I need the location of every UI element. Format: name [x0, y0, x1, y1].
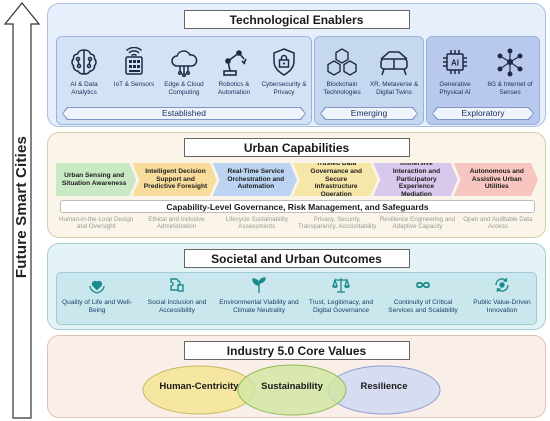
capability-item: Urban Sensing and Situation Awareness	[56, 163, 136, 196]
capability-item: Trusted Data Governance and Secure Infra…	[293, 163, 377, 196]
capability-item: Autonomous and Assistive Urban Utilities	[454, 163, 538, 196]
governance-item: Human-in-the-Loop Design and Oversight	[59, 216, 134, 231]
outcomes-box: Quality of Life and Well-Being Social In…	[56, 272, 537, 325]
tech-label: Robotics & Automation	[217, 81, 251, 96]
side-arrow: Future Smart Cities	[3, 2, 41, 419]
svg-text:AI: AI	[451, 59, 459, 68]
robot-arm-icon	[218, 47, 250, 77]
outcome-label: Quality of Life and Well-Being	[62, 299, 132, 314]
group-exploratory: AI Generative Physical AI 6G & Internet …	[426, 36, 540, 125]
governance-item: Privacy, Security, Transparency, Account…	[297, 216, 377, 231]
group-emerging: Blockchain Technologies XR, Metaverse & …	[314, 36, 424, 125]
blockchain-icon	[326, 47, 358, 77]
scales-icon	[332, 276, 350, 294]
cycle-icon	[493, 276, 511, 294]
tech-label: 6G & Internet of Senses	[487, 81, 533, 96]
tech-label: Edge & Cloud Computing	[164, 81, 204, 96]
emerging-bar: Emerging	[320, 107, 418, 120]
shield-lock-icon	[268, 47, 300, 77]
core-values-section: Industry 5.0 Core Values Human-Centricit…	[47, 335, 546, 418]
governance-item: Ethical and Inclusive Administration	[148, 216, 205, 231]
tech-enablers-title: Technological Enablers	[183, 10, 410, 29]
capability-item: Real-Time Service Orchestration and Auto…	[213, 163, 297, 196]
emerging-label: Emerging	[321, 108, 417, 119]
outcome-label: Continuity of Critical Services and Scal…	[388, 299, 458, 314]
iot-sensors-icon	[118, 46, 150, 77]
ai-chip-icon: AI	[439, 47, 471, 77]
tech-label: XR, Metaverse & Digital Twins	[369, 81, 419, 96]
brain-chip-icon	[68, 47, 100, 77]
venn-label-sustain: Sustainability	[261, 381, 323, 392]
infinity-icon	[414, 276, 432, 294]
vr-headset-icon	[378, 47, 410, 77]
established-label: Established	[63, 108, 305, 119]
side-label: Future Smart Cities	[13, 135, 30, 279]
governance-item: Lifecycle Sustainability Assessments	[225, 216, 288, 231]
core-values-title: Industry 5.0 Core Values	[183, 341, 410, 360]
governance-item: Resilience Engineering and Adaptive Capa…	[379, 216, 456, 231]
venn-label-resil: Resilience	[360, 381, 408, 392]
heart-hands-icon	[88, 276, 106, 294]
network-nodes-icon	[494, 47, 526, 77]
tech-label: Generative Physical AI	[439, 81, 471, 96]
urban-capabilities-title: Urban Capabilities	[183, 138, 410, 157]
tech-label: AI & Data Analytics	[70, 81, 98, 96]
exploratory-bar: Exploratory	[432, 107, 534, 120]
tech-enablers-section: Technological Enablers AI & Data Analyti…	[47, 3, 546, 127]
venn-sustainability	[237, 364, 347, 416]
outcome-label: Social Inclusion and Accessibility	[147, 299, 207, 314]
governance-bar: Capability-Level Governance, Risk Manage…	[60, 200, 535, 213]
plant-icon	[250, 276, 268, 294]
cloud-icon	[168, 47, 200, 78]
tech-label: Cybersecurity & Privacy	[261, 81, 307, 96]
capability-item: Immersive Interaction and Participatory …	[373, 163, 457, 196]
exploratory-label: Exploratory	[433, 108, 533, 119]
group-established: AI & Data Analytics IoT & Sensors Edge &…	[56, 36, 312, 125]
venn-label-human: Human-Centricity	[159, 381, 239, 392]
outcomes-section: Societal and Urban Outcomes Quality of L…	[47, 243, 546, 330]
governance-item: Open and Auditable Data Access	[463, 216, 533, 231]
puzzle-icon	[168, 276, 186, 294]
urban-capabilities-section: Urban Capabilities Urban Sensing and Sit…	[47, 132, 546, 238]
tech-label: Blockchain Technologies	[323, 81, 361, 96]
venn-diagram	[142, 364, 441, 416]
outcome-label: Public Value-Driven Innovation	[473, 299, 531, 314]
established-bar: Established	[62, 107, 306, 120]
capability-item: Intelligent Decision Support and Predict…	[132, 163, 216, 196]
outcomes-title: Societal and Urban Outcomes	[183, 249, 410, 268]
tech-label: IoT & Sensors	[113, 81, 155, 88]
outcome-label: Environmental Viability and Climate Neut…	[219, 299, 299, 314]
outcome-label: Trust, Legitimacy, and Digital Governanc…	[308, 299, 374, 314]
